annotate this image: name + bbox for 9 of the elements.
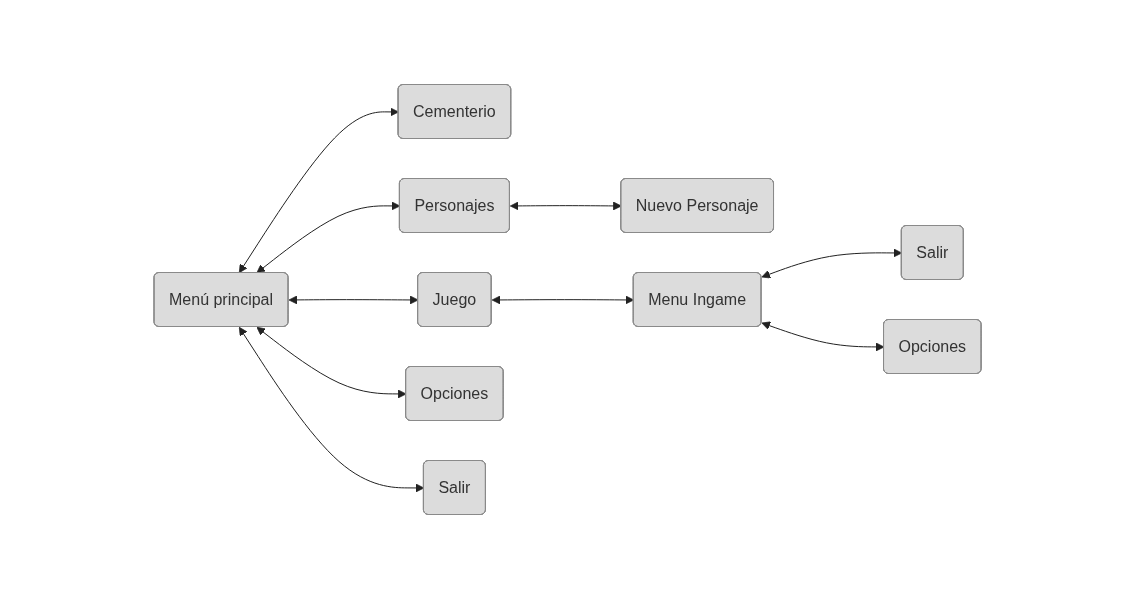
arrow xyxy=(256,326,407,399)
arrow xyxy=(761,248,903,279)
arrow xyxy=(256,201,401,274)
arrow xyxy=(761,321,885,352)
arrow xyxy=(238,107,399,274)
arrow xyxy=(491,295,635,305)
arrow xyxy=(288,295,419,305)
arrow xyxy=(238,326,425,493)
arrow xyxy=(509,201,622,211)
